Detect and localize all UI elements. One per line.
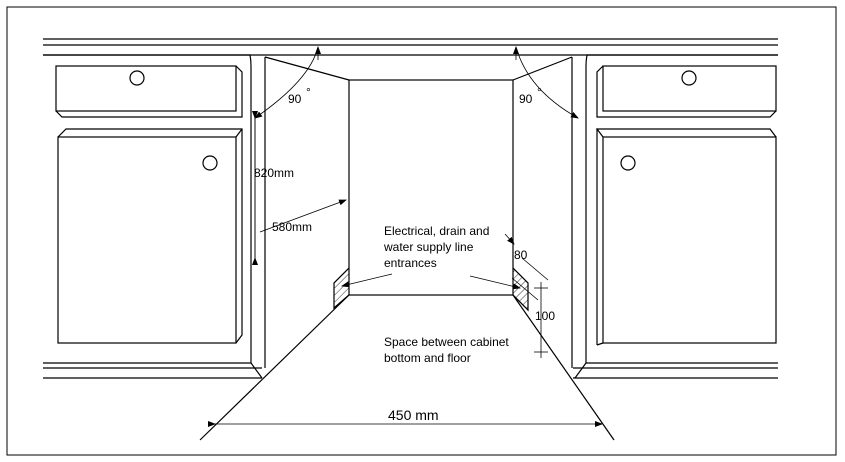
width-450-label: 450 mm	[388, 407, 439, 423]
angle-right-degree: °	[537, 85, 542, 99]
depth-580-label: 580mm	[272, 220, 312, 234]
right-entrance-hatch	[512, 266, 529, 312]
angle-right-label: 90	[519, 92, 533, 106]
angle-left-label: 90	[288, 92, 302, 106]
service-entrances	[333, 266, 529, 312]
right-door	[595, 128, 777, 346]
height-820-label: 820mm	[254, 166, 294, 180]
entrances-label-line2: water supply line	[383, 240, 474, 254]
right-drawer	[596, 65, 777, 118]
left-drawer	[55, 65, 243, 118]
left-entrance-hatch	[333, 266, 350, 310]
countertop	[43, 38, 778, 56]
entrances-label-line3: entrances	[384, 256, 437, 270]
right-door-knob	[620, 155, 636, 171]
left-cabinet	[43, 54, 266, 379]
space-label-line2: bottom and floor	[384, 351, 471, 365]
left-drawer-knob	[129, 70, 145, 86]
entrances-label-line1: Electrical, drain and	[384, 224, 489, 238]
left-door-knob	[202, 155, 218, 171]
right-cabinet	[571, 54, 778, 379]
dimension-lines	[208, 46, 603, 427]
dim-100-label: 100	[535, 309, 555, 323]
dim-80-label: 80	[514, 248, 528, 262]
left-door	[57, 128, 243, 344]
right-drawer-knob	[681, 70, 697, 86]
angle-left-degree: °	[306, 85, 311, 99]
space-label-line1: Space between cabinet	[384, 335, 509, 349]
plinth-lines	[43, 367, 778, 379]
diagram-frame	[6, 6, 837, 456]
